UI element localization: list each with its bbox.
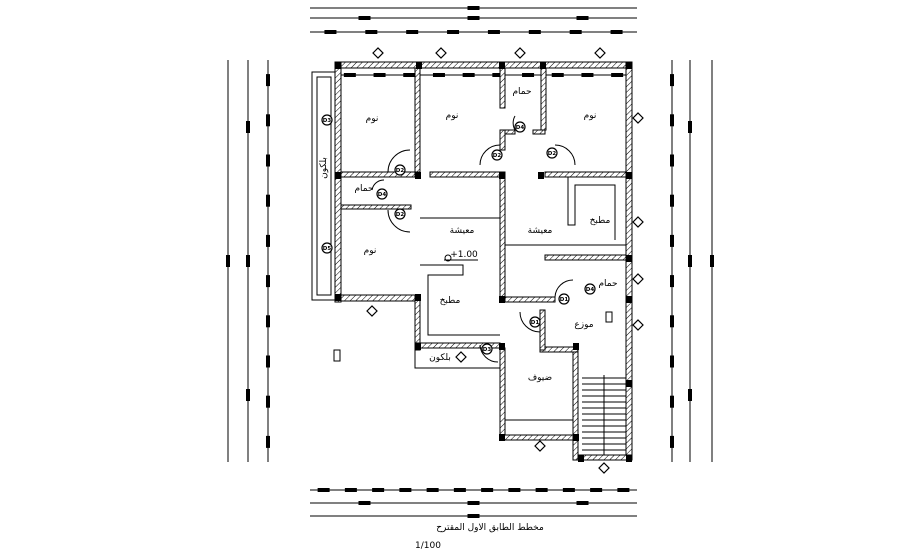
room-distributor: موزع [574,320,593,330]
column [626,172,632,179]
column [573,343,579,350]
door-tag-label: D5 [323,246,332,252]
door-tag [321,114,333,126]
door-tag-label: D3 [483,347,492,353]
grid-bubbles [366,47,644,474]
grid-axis-bubble [534,440,546,452]
grid-axis-bubble [366,305,378,317]
room-bedroom-1: نوم [366,114,379,124]
room-bath-2: حمام [354,184,373,194]
walls [334,61,633,461]
columns [335,62,632,462]
column [540,62,546,69]
door-tag [491,149,503,161]
door-tag [546,147,558,159]
column [499,434,505,441]
door-tag-label: D2 [396,212,405,218]
door-tag-label: D4 [516,125,525,131]
room-balcony-1: بلكون [429,353,451,363]
column [335,62,341,69]
grid-axis-bubble [632,319,644,331]
counters [333,177,626,421]
column [626,296,632,303]
door-tag-label: D2 [493,153,502,159]
column [626,455,632,462]
left-balcony-outline [311,71,336,301]
column [538,172,544,179]
door-tag [558,293,570,305]
grid-axis-bubble [514,47,526,59]
column [499,296,505,303]
column [335,172,341,179]
column [626,380,632,387]
door-tag-label: D1 [560,297,569,303]
column [499,172,505,179]
grid-axis-bubble [632,273,644,285]
door-tag [584,283,596,295]
column [415,343,421,350]
column [415,294,421,301]
door-tag [514,121,526,133]
column [415,172,421,179]
column [416,62,422,69]
room-bedroom-2: نوم [446,111,459,121]
column [626,255,632,262]
level-mark: +1.00 [450,250,478,260]
room-bath-3: حمام [598,279,617,289]
room-bedroom-4: نوم [364,246,377,256]
door-tag [529,316,541,328]
door-tag-label: D2 [548,151,557,157]
room-living-1: معيشة [450,226,475,236]
dimension-lines [226,6,714,518]
column [335,294,341,301]
drawing-title: مخطط الطابق الاول المقترح [436,523,544,533]
grid-axis-bubble [435,47,447,59]
door-tag [481,343,493,355]
room-kitchen-2: مطبخ [440,296,461,306]
door-tag [321,242,333,254]
grid-axis-bubble [455,351,467,363]
column [499,62,505,69]
level-marker-icon [444,254,452,262]
door-tag [394,164,406,176]
room-balcony-2: بلكون [319,157,329,179]
grid-axis-bubble [632,216,644,228]
grid-axis-bubble [632,112,644,124]
column [499,343,505,350]
room-bedroom-3: نوم [584,111,597,121]
drawing-scale: 1/100 [415,541,441,551]
room-kitchen-1: مطبخ [590,216,611,226]
door-tag [376,188,388,200]
door-tag [394,208,406,220]
room-labels: نوم نوم نوم نوم حمام حمام حمام معيشة معي… [319,87,618,551]
room-bath-1: حمام [512,87,531,97]
grid-axis-bubble [598,462,610,474]
door-tag-label: D4 [378,192,387,198]
door-tag-label: D2 [396,168,405,174]
grid-axis-bubble [594,47,606,59]
door-tag-label: D4 [586,287,595,293]
door-swings [371,115,576,363]
column [573,434,579,441]
staircase [582,375,626,455]
door-tag-label: D3 [323,118,332,124]
room-living-2: معيشة [528,226,553,236]
column [626,62,632,69]
room-guest: ضيوف [528,373,552,383]
door-tag-label: D1 [531,320,540,326]
column [578,455,584,462]
grid-axis-bubble [372,47,384,59]
